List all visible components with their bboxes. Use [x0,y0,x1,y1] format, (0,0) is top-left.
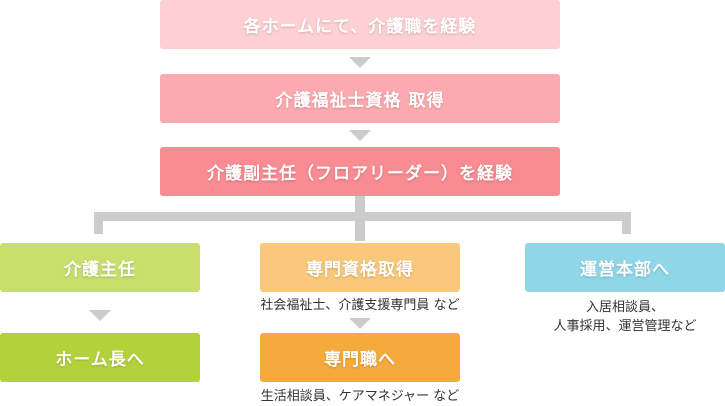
down-arrow-icon [349,130,371,141]
branch-operations-hq-note: 入居相談員、 人事採用、運営管理など [525,298,725,336]
down-arrow-icon [349,57,371,68]
branch-specialist: 専門職へ [260,333,460,382]
connector-vertical-right [622,212,631,234]
step-experience-care-work: 各ホームにて、介護職を経験 [160,0,560,49]
branch-care-chief: 介護主任 [0,243,200,292]
branch-operations-hq-note-line1: 入居相談員、 [585,300,664,315]
step-care-worker-license: 介護福祉士資格 取得 [160,74,560,123]
branch-specialist-note: 生活相談員、ケアマネジャー など [260,389,460,404]
step-floor-leader: 介護副主任（フロアリーダー）を経験 [160,147,560,196]
branch-home-manager: ホーム長へ [0,333,200,382]
branch-operations-hq: 運営本部へ [525,243,725,292]
branch-professional-license-note: 社会福祉士、介護支援専門員 など [260,298,460,313]
connector-vertical-left [94,212,103,234]
down-arrow-icon [349,318,371,329]
branch-operations-hq-note-line2: 人事採用、運営管理など [553,319,697,334]
branch-professional-license: 専門資格取得 [260,243,460,292]
down-arrow-icon [89,310,111,321]
connector-horizontal [94,212,631,221]
